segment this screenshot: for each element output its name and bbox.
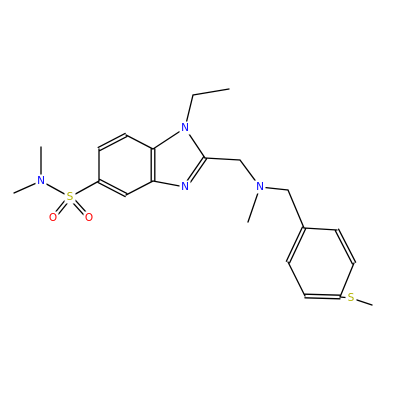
atom-label-n_amine: N (256, 181, 264, 193)
bond-c2-ch2a (204, 157, 241, 161)
bond-c7-c6-line2 (99, 135, 128, 152)
bond-ch2b-p1 (287, 189, 305, 229)
atom-label-n3: N (181, 181, 189, 193)
bond-p1-p2-line2 (288, 228, 307, 264)
atom-label-n1: N (181, 122, 189, 134)
bond-c4-c3a (125, 180, 154, 196)
atom-label-s_sulfonyl: S (67, 191, 74, 203)
bond-p5-p6-line2 (334, 230, 354, 265)
atom-s_thio-background (345, 291, 357, 305)
bond-c7a-c7 (125, 134, 154, 150)
atom-label-s_thio: S (348, 292, 355, 304)
bond-et1-et2 (192, 88, 230, 96)
atom-label-n_amide: N (37, 175, 45, 187)
atom-n1-background (179, 121, 191, 135)
bond-p2-p3 (287, 261, 306, 297)
atom-n3-background (179, 180, 191, 194)
bond-p5-p6-line1 (337, 228, 357, 263)
atom-n_amide-background (35, 174, 47, 188)
bond-c5-c4-line1 (97, 181, 126, 198)
atom-o_top-background (47, 211, 59, 225)
atom-label-o_top: O (49, 212, 57, 224)
atom-s_sulfonyl-background (64, 190, 76, 204)
bond-p1-p2-line1 (285, 226, 304, 262)
bond-c7-c6-line1 (97, 132, 126, 149)
bond-p3-p4-line2 (304, 293, 341, 296)
bond-p4-p5 (339, 262, 355, 298)
bond-c5-c4-line2 (99, 178, 128, 195)
bond-p6-p1 (303, 227, 338, 231)
atom-o_bottom-background (83, 211, 95, 225)
atom-label-o_bottom: O (85, 212, 93, 224)
atom-n_amine-background (254, 180, 266, 194)
bond-p3-p4-line1 (304, 297, 341, 300)
